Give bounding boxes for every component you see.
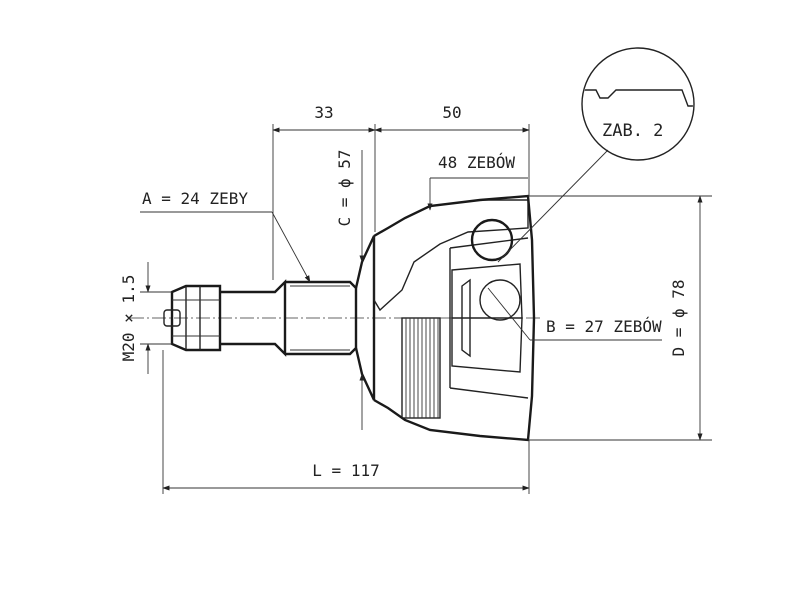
splined-shaft — [285, 235, 376, 401]
dim-l-label: L = 117 — [312, 461, 379, 480]
teeth-48-label: 48 ZEBÓW — [438, 153, 515, 172]
ball-lower — [479, 279, 521, 321]
dim-thread: M20 × 1.5 — [119, 262, 172, 374]
ball-upper — [470, 218, 514, 262]
inner-race — [451, 218, 523, 373]
abs-ring-teeth — [405, 318, 439, 418]
detail-callout: ZAB. 2 — [497, 47, 695, 263]
dim-c: C = ϕ 57 — [335, 149, 365, 430]
outer-housing — [373, 194, 536, 442]
teeth-27-callout: B = 27 ZEBÓW — [487, 287, 662, 341]
detail-label: ZAB. 2 — [602, 121, 663, 141]
teeth-24-callout: A = 24 ZEBY — [140, 189, 311, 283]
teeth-27-label: B = 27 ZEBÓW — [546, 317, 662, 336]
dim-d: D = ϕ 78 — [528, 195, 712, 441]
dim-c-label: C = ϕ 57 — [335, 149, 354, 226]
dim-thread-label: M20 × 1.5 — [119, 275, 138, 362]
dim-33: 33 — [272, 103, 376, 280]
dim-50-label: 50 — [442, 103, 461, 122]
teeth-24-label: A = 24 ZEBY — [142, 189, 248, 208]
dim-d-label: D = ϕ 78 — [669, 279, 688, 356]
teeth-48-callout: 48 ZEBÓW — [427, 153, 528, 211]
dim-33-label: 33 — [314, 103, 333, 122]
dim-l: L = 117 — [162, 350, 530, 494]
dim-50: 50 — [374, 103, 530, 196]
